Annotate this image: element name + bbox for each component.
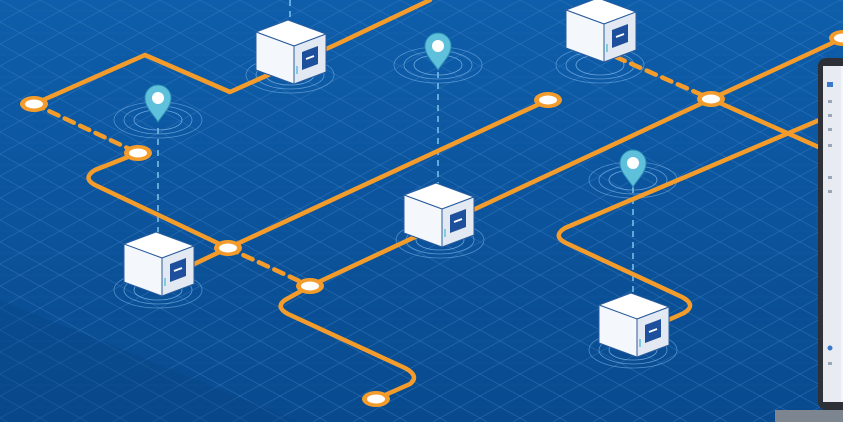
laptop-icon <box>775 58 843 422</box>
route-node <box>214 240 242 256</box>
route-node <box>534 92 562 108</box>
route-node <box>362 391 390 407</box>
route-node <box>124 145 152 161</box>
shadow-band <box>0 300 300 422</box>
data-center-box-icon <box>255 19 327 85</box>
dashed-routes <box>31 47 714 289</box>
route-node <box>20 96 48 112</box>
data-center-box-icon <box>123 231 195 297</box>
data-center-box-icon <box>403 182 475 248</box>
route-node <box>697 91 725 107</box>
route-node <box>296 278 324 294</box>
data-center-box-icon <box>598 292 670 358</box>
